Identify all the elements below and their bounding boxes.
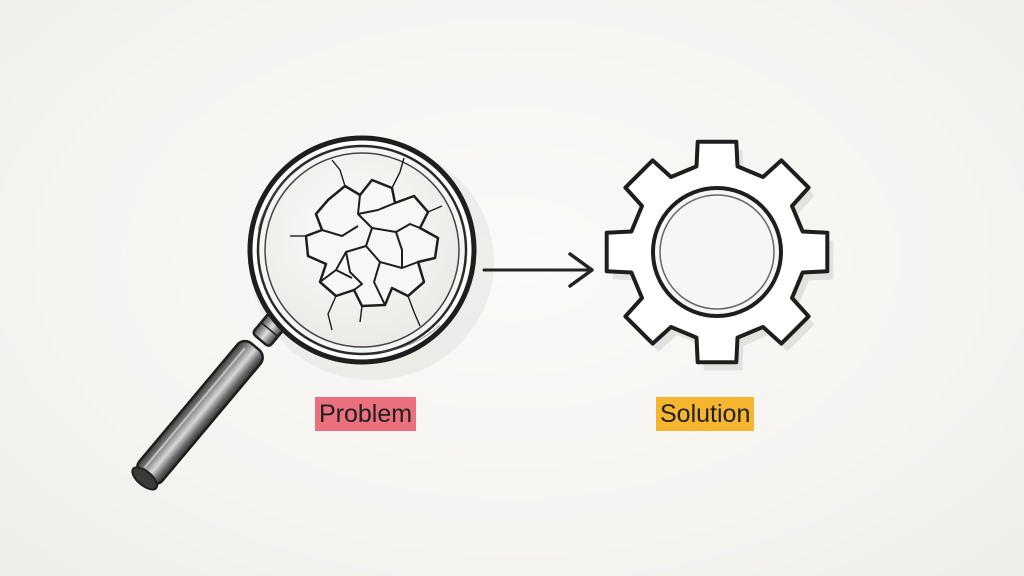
solution-label: Solution (656, 397, 755, 431)
crack-lines (290, 157, 443, 331)
gear-icon (604, 139, 834, 371)
arrow-right-icon (482, 252, 594, 288)
magnifying-glass-icon (131, 135, 494, 491)
problem-label: Problem (315, 397, 417, 431)
broken-puzzle-icon (304, 178, 440, 308)
